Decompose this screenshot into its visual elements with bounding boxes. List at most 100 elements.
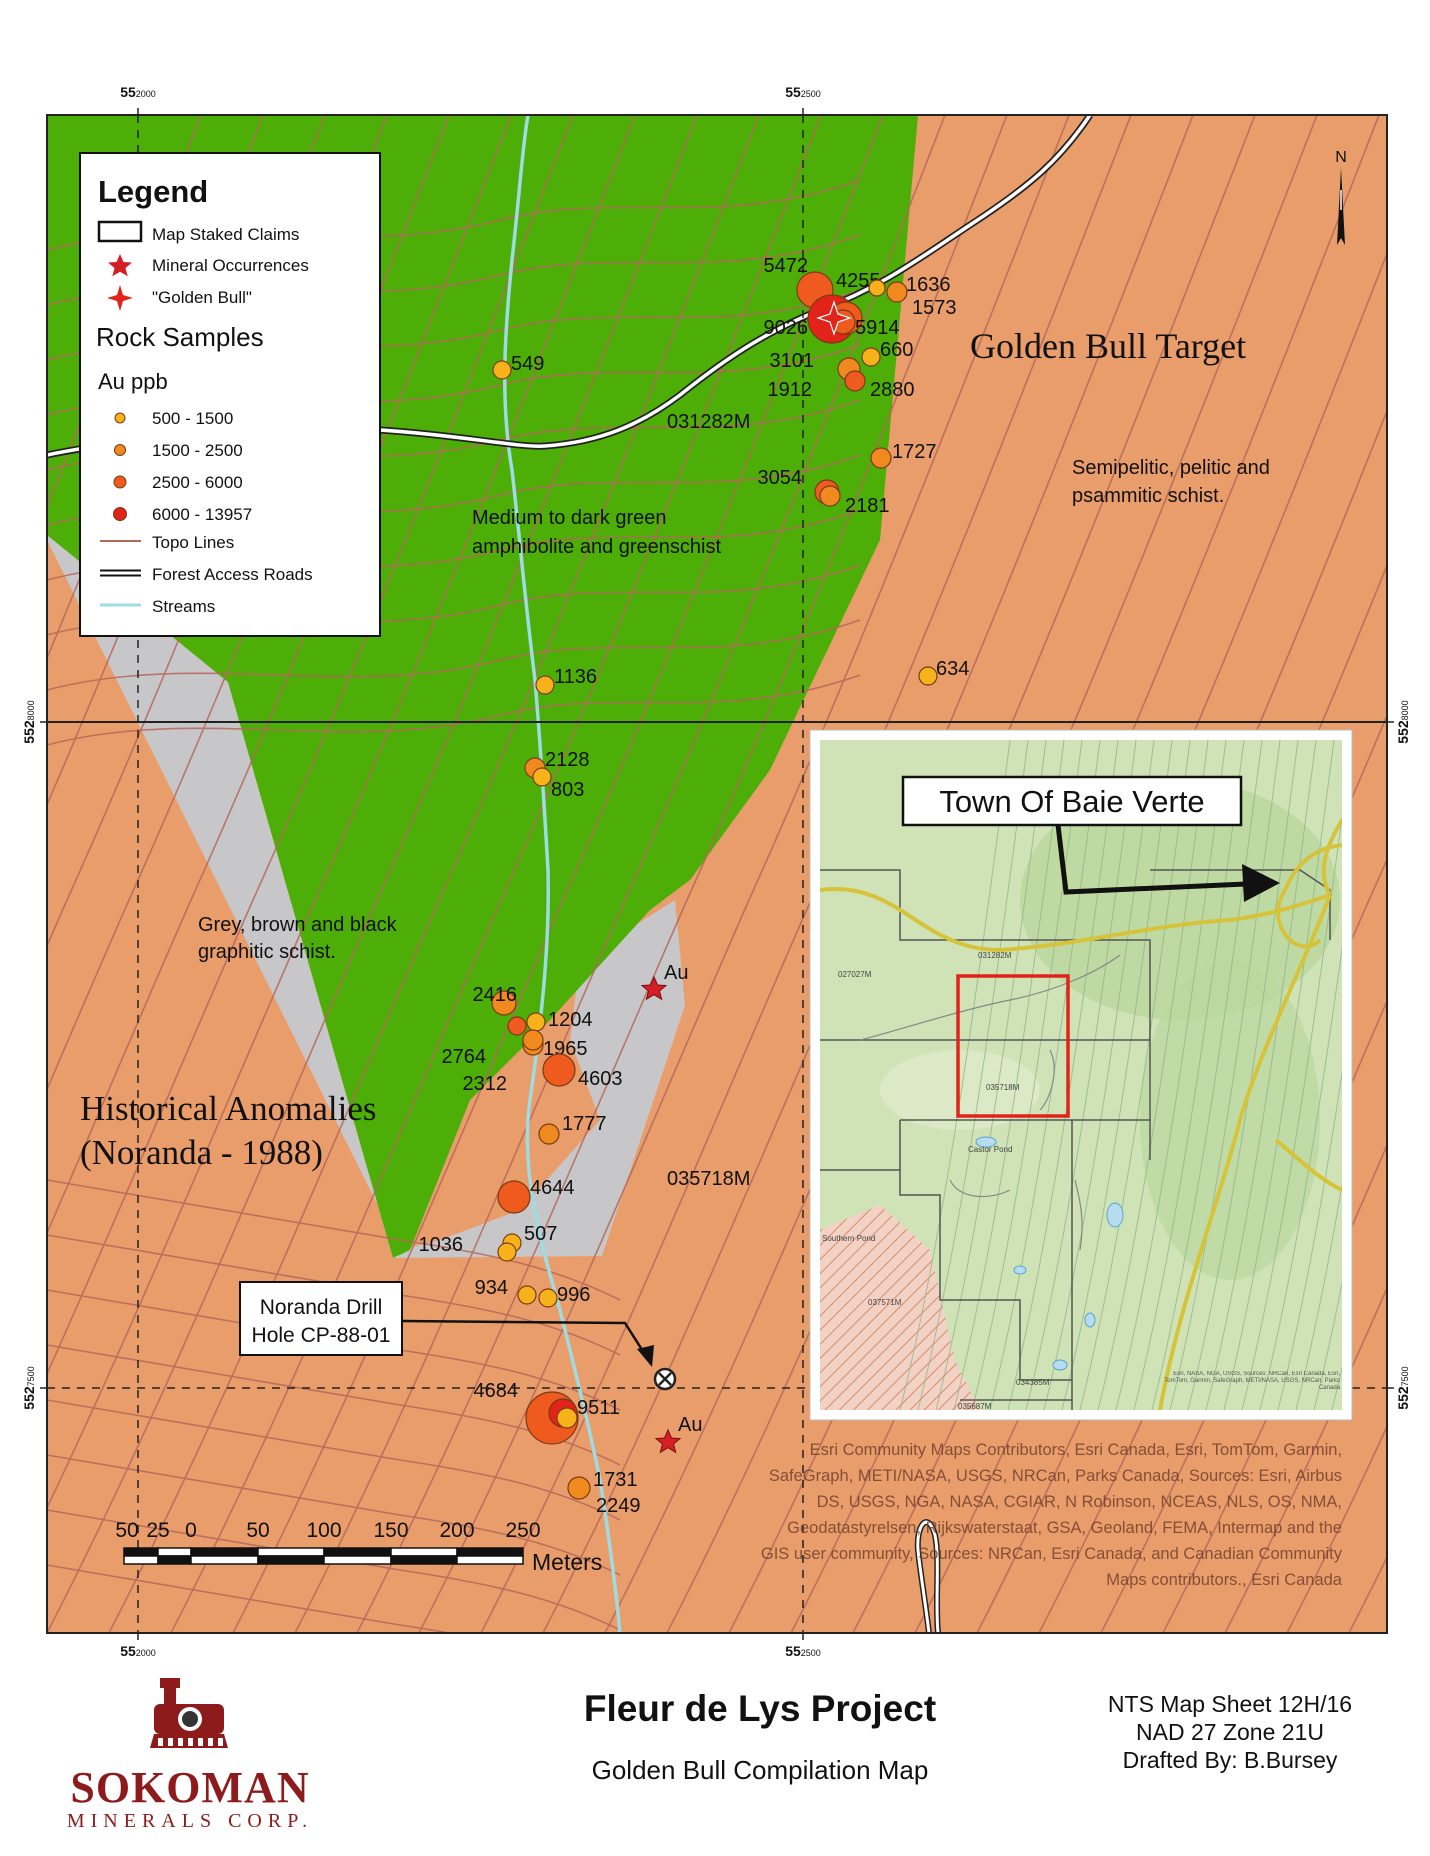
sample-point[interactable]: [542, 1053, 576, 1087]
sample-label: 3054: [758, 467, 803, 489]
sample-point[interactable]: [819, 485, 841, 507]
svg-text:Southern Pond: Southern Pond: [822, 1234, 875, 1243]
drill-callout-line-2: Hole CP-88-01: [252, 1324, 391, 1347]
svg-text:552000: 552000: [120, 84, 156, 100]
svg-text:Castor Pond: Castor Pond: [968, 1145, 1012, 1154]
svg-text:552500: 552500: [785, 84, 821, 100]
svg-text:25: 25: [146, 1519, 169, 1542]
svg-text:Meters: Meters: [532, 1549, 602, 1575]
stream: [503, 115, 622, 1633]
attribution-line: Esri Community Maps Contributors, Esri C…: [810, 1441, 1342, 1459]
sample-point[interactable]: [918, 666, 938, 686]
mineral-occurrence-star[interactable]: [654, 1428, 682, 1454]
sample-label: 4684: [474, 1380, 519, 1402]
legend-class-swatch: [113, 475, 127, 489]
svg-text:035687M: 035687M: [958, 1402, 992, 1411]
mineral-occurrence-star[interactable]: [640, 975, 668, 1001]
sample-point[interactable]: [526, 1012, 546, 1032]
hatched-claim-area: [820, 1205, 980, 1410]
forest-road-south: [916, 1520, 940, 1633]
map-frame: [46, 114, 1388, 1634]
legend-class-swatch: [113, 507, 127, 521]
svg-text:Mineral Occurrences: Mineral Occurrences: [152, 256, 309, 275]
sample-point[interactable]: [870, 447, 892, 469]
drill-hole-cross-icon: [658, 1372, 672, 1386]
sample-point[interactable]: [535, 675, 555, 695]
inset-map[interactable]: 027027M 031282M 035718M 037571M 034385M …: [809, 729, 1430, 1421]
svg-text:035718M: 035718M: [986, 1083, 1020, 1092]
sample-label: 634: [936, 658, 969, 680]
golden-bull-star-icon: [107, 285, 133, 311]
sample-label: 1204: [548, 1009, 593, 1031]
legend-class-label: 1500 - 2500: [152, 441, 243, 460]
semipelitic-label-1: Semipelitic, pelitic and: [1072, 457, 1270, 479]
sample-point[interactable]: [861, 347, 881, 367]
svg-text:Streams: Streams: [152, 597, 215, 616]
legend-class-label: 500 - 1500: [152, 409, 233, 428]
logo-wordmark: SOKOMAN: [70, 1763, 310, 1812]
sample-label: 1777: [562, 1113, 607, 1135]
svg-text:5527500: 5527500: [1395, 1366, 1411, 1409]
sample-label: 1136: [554, 666, 597, 688]
frame-ticks: [40, 108, 1394, 1640]
sample-label: 549: [511, 353, 544, 375]
sample-point[interactable]: [507, 1016, 527, 1036]
svg-text:150: 150: [373, 1519, 408, 1542]
amphibolite-label-1: Medium to dark green: [472, 507, 667, 529]
sample-point[interactable]: [844, 370, 866, 392]
logo-subtitle: MINERALS CORP.: [66, 1810, 314, 1832]
golden-bull-target-label: Golden Bull Target: [970, 326, 1246, 366]
svg-text:Au ppb: Au ppb: [98, 369, 168, 394]
sample-point[interactable]: [522, 1029, 544, 1051]
sample-point[interactable]: [497, 1180, 531, 1214]
svg-text:5528000: 5528000: [1395, 700, 1411, 743]
graphitic-schist-unit: [47, 535, 685, 1258]
sample-label: 1731: [593, 1469, 638, 1491]
svg-text:552500: 552500: [785, 1643, 821, 1659]
sample-point[interactable]: [538, 1123, 560, 1145]
drill-callout-box: [239, 1281, 403, 1356]
legend: Legend Map Staked Claims Mineral Occurre…: [79, 152, 381, 637]
sample-label: 1727: [892, 441, 937, 463]
svg-text:Rock Samples: Rock Samples: [96, 322, 264, 352]
project-area-box: [956, 974, 1070, 1118]
svg-text:031282M: 031282M: [978, 951, 1012, 960]
historical-anomalies-label-1: Historical Anomalies: [80, 1089, 376, 1128]
sample-point[interactable]: [868, 279, 886, 297]
drafted-by: Drafted By: B.Bursey: [1122, 1747, 1338, 1773]
sample-label: 1912: [768, 379, 813, 401]
sample-point[interactable]: [532, 767, 552, 787]
sample-point[interactable]: [556, 1407, 578, 1429]
sample-label: 934: [475, 1277, 508, 1299]
sample-point[interactable]: [517, 1285, 537, 1305]
sample-point[interactable]: [538, 1288, 558, 1308]
svg-text:037571M: 037571M: [868, 1298, 902, 1307]
map-metadata: NTS Map Sheet 12H/16 NAD 27 Zone 21U Dra…: [1080, 1690, 1380, 1774]
sample-point[interactable]: [492, 360, 512, 380]
claims-swatch: [97, 220, 143, 243]
sample-label: 4603: [578, 1068, 623, 1090]
golden-bull-star[interactable]: [816, 300, 852, 336]
attribution-line: Maps contributors., Esri Canada: [1106, 1571, 1343, 1589]
town-arrowhead-icon: [1242, 864, 1280, 902]
sample-point[interactable]: [497, 1242, 517, 1262]
sample-label: 1036: [419, 1234, 464, 1256]
au-label-1: Au: [664, 962, 688, 984]
sample-point[interactable]: [567, 1476, 591, 1500]
sample-label: 2312: [463, 1073, 508, 1095]
svg-text:Map Staked Claims: Map Staked Claims: [152, 225, 299, 244]
nts-sheet: NTS Map Sheet 12H/16: [1107, 1691, 1353, 1717]
sample-point[interactable]: [491, 990, 517, 1016]
inset-credits: Esri, NASA, NGA, USGS, Sources: NRCan, E…: [1164, 1371, 1340, 1391]
project-subtitle: Golden Bull Compilation Map: [591, 1755, 929, 1785]
svg-text:100: 100: [306, 1519, 341, 1542]
drill-callout-line-1: Noranda Drill: [260, 1296, 383, 1319]
sample-point[interactable]: [886, 281, 908, 303]
sokoman-logo-icon: [150, 1678, 228, 1748]
sample-label: 1636: [906, 274, 951, 296]
svg-text:"Golden Bull": "Golden Bull": [152, 288, 252, 307]
svg-text:034385M: 034385M: [1016, 1378, 1050, 1387]
